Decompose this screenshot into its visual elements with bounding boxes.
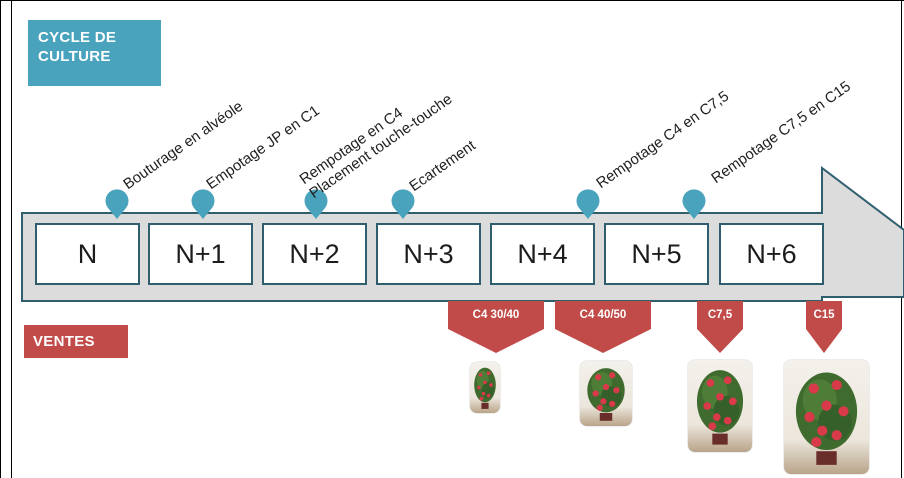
plant-photo-c15 — [784, 360, 869, 474]
year-box-n5: N+5 — [604, 223, 709, 285]
sale-label-c15: C15 — [813, 309, 835, 321]
sale-markers — [448, 301, 842, 353]
sale-label-c4-30-40: C4 30/40 — [472, 309, 520, 321]
sale-marker-arrow — [806, 301, 842, 353]
sale-marker-arrow — [555, 301, 651, 353]
step-pins — [105, 189, 706, 219]
sale-marker-arrow — [448, 301, 544, 353]
plant-photo-c4-30-40 — [470, 362, 500, 413]
sale-marker-arrow — [697, 301, 743, 353]
camellia-plant-icon — [587, 368, 625, 421]
step-pin-icon — [682, 189, 706, 219]
sale-label-c7-5: C7,5 — [707, 309, 733, 321]
year-box-n3: N+3 — [376, 223, 481, 285]
ventes-tag: VENTES — [24, 325, 128, 358]
year-box-n: N — [35, 223, 140, 285]
year-box-n2: N+2 — [262, 223, 367, 285]
cycle-tag-line-1: CYCLE DE — [38, 29, 117, 46]
step-pin-icon — [105, 189, 129, 219]
step-pin-icon — [576, 189, 600, 219]
step-pin-icon — [304, 189, 328, 219]
step-pin-icon — [191, 189, 215, 219]
cycle-tag-line-2: CULTURE — [38, 48, 111, 65]
plant-photo-c7-5 — [688, 360, 752, 452]
plant-photo-c4-40-50 — [580, 361, 632, 426]
camellia-plant-icon — [474, 367, 496, 409]
step-pin-icon — [391, 189, 415, 219]
year-box-n1: N+1 — [148, 223, 253, 285]
cycle-de-culture-tag: CYCLE DE CULTURE — [28, 20, 161, 86]
year-box-n6: N+6 — [719, 223, 824, 285]
camellia-plant-icon — [696, 370, 744, 445]
camellia-plant-icon — [795, 372, 858, 465]
year-box-n4: N+4 — [490, 223, 595, 285]
sale-label-c4-40-50: C4 40/50 — [579, 309, 627, 321]
